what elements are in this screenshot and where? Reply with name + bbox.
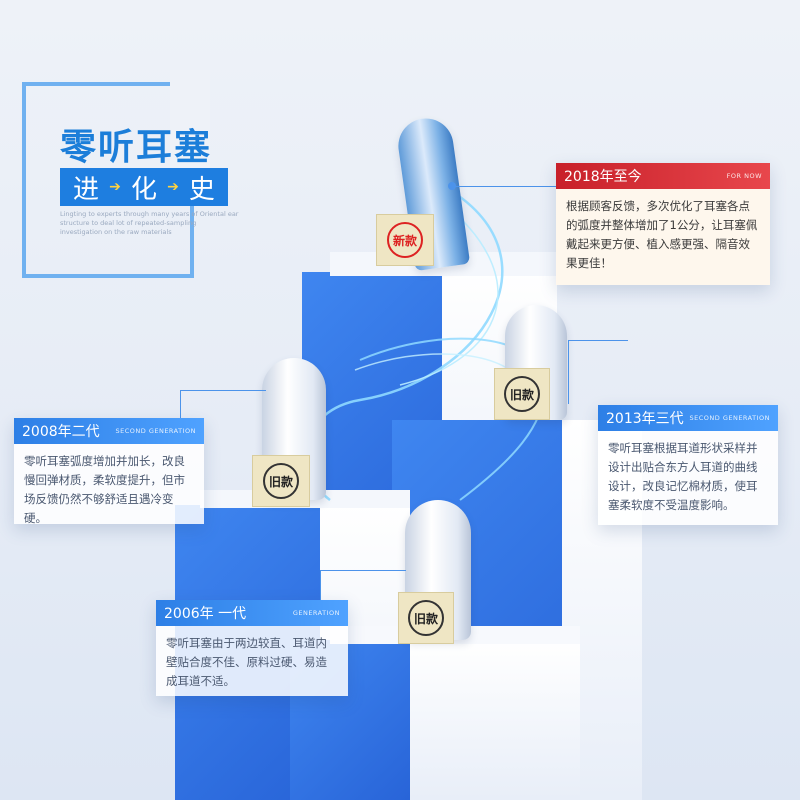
title-frame-gap bbox=[170, 70, 210, 170]
card-2018: 2018年至今 FOR NOW 根据顾客反馈，多次优化了耳塞各点的弧度并整体增加… bbox=[556, 163, 770, 285]
arrow-right-icon: ➔ bbox=[109, 179, 121, 195]
pedestal-front-side bbox=[410, 640, 580, 800]
connector-line bbox=[180, 390, 266, 391]
card-header: 2008年二代 SECOND GENERATION bbox=[14, 418, 204, 444]
card-header: 2006年 一代 GENERATION bbox=[156, 600, 348, 626]
tag-new: 新款 bbox=[376, 214, 434, 266]
card-description: 零听耳塞由于两边较直、耳道内壁贴合度不佳、原料过硬、易造成耳道不适。 bbox=[166, 636, 327, 688]
connector-line bbox=[568, 340, 569, 404]
old-stamp: 旧款 bbox=[408, 600, 444, 636]
connector-line bbox=[452, 186, 556, 187]
card-year: 2013年三代 bbox=[606, 411, 684, 427]
card-description: 零听耳塞根据耳道形状采样并设计出贴合东方人耳道的曲线设计，改良记忆棉材质，使耳塞… bbox=[608, 441, 758, 512]
subtitle-char: 进 bbox=[73, 174, 100, 205]
card-header: 2013年三代 SECOND GENERATION bbox=[598, 405, 778, 431]
old-stamp: 旧款 bbox=[263, 463, 299, 499]
new-stamp: 新款 bbox=[387, 222, 423, 258]
tag-2008: 旧款 bbox=[252, 455, 310, 507]
card-year: 2006年 一代 bbox=[164, 606, 247, 622]
card-header: 2018年至今 FOR NOW bbox=[556, 163, 770, 189]
card-tagline: GENERATION bbox=[292, 609, 340, 617]
card-tagline: FOR NOW bbox=[726, 172, 762, 180]
card-2008: 2008年二代 SECOND GENERATION 零听耳塞弧度增加并加长，改良… bbox=[14, 418, 204, 525]
card-2013: 2013年三代 SECOND GENERATION 零听耳塞根据耳道形状采样并设… bbox=[598, 405, 778, 525]
title-english: Lingting to experts through many years o… bbox=[60, 210, 239, 236]
card-year: 2018年至今 bbox=[564, 169, 642, 185]
connector-line bbox=[320, 570, 406, 571]
card-tagline: SECOND GENERATION bbox=[115, 427, 196, 435]
tag-2006: 旧款 bbox=[398, 592, 454, 644]
page-title: 零听耳塞 bbox=[60, 127, 213, 168]
old-stamp: 旧款 bbox=[504, 376, 540, 412]
subtitle-char: 史 bbox=[188, 174, 215, 205]
card-2006: 2006年 一代 GENERATION 零听耳塞由于两边较直、耳道内壁贴合度不佳… bbox=[156, 600, 348, 696]
card-tagline: SECOND GENERATION bbox=[689, 414, 770, 422]
card-year: 2008年二代 bbox=[22, 424, 100, 440]
subtitle-char: 化 bbox=[130, 174, 157, 205]
connector-line bbox=[320, 570, 321, 602]
page-subtitle: 进 ➔ 化 ➔ 史 bbox=[60, 168, 228, 206]
connector-dot bbox=[448, 182, 456, 190]
connector-line bbox=[180, 390, 181, 418]
card-description: 根据顾客反馈，多次优化了耳塞各点的弧度并整体增加了1公分，让耳塞佩戴起来更方便、… bbox=[566, 199, 758, 270]
card-description: 零听耳塞弧度增加并加长，改良慢回弹材质，柔软度提升，但市场反馈仍然不够舒适且遇冷… bbox=[24, 454, 185, 525]
arrow-right-icon: ➔ bbox=[167, 179, 179, 195]
tag-2013: 旧款 bbox=[494, 368, 550, 420]
connector-line bbox=[568, 340, 628, 341]
